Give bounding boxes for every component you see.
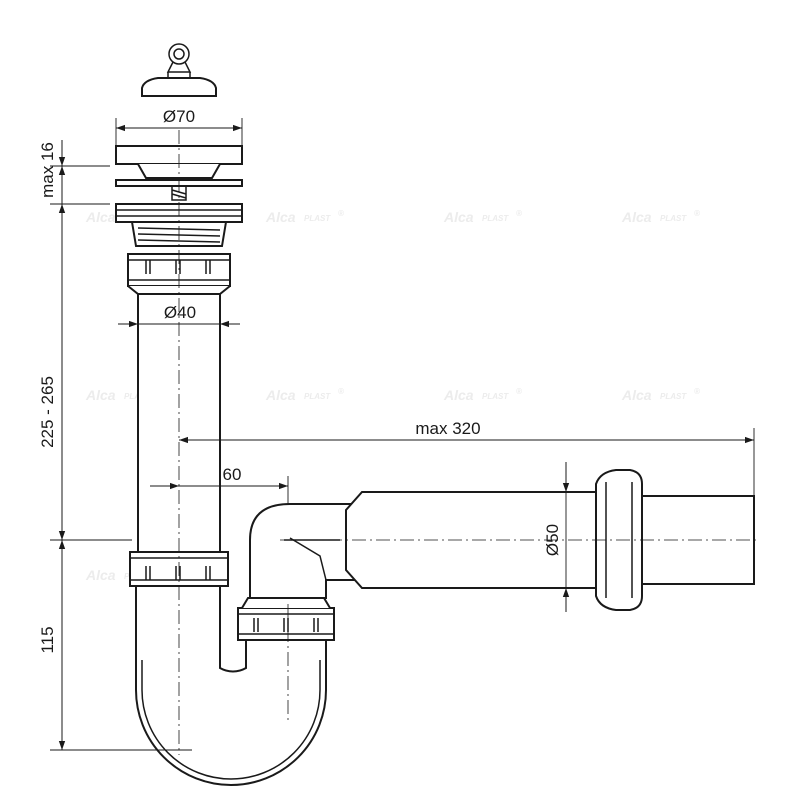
stopper-plug: [141, 43, 217, 97]
svg-text:®: ®: [338, 387, 344, 396]
plug-body: [141, 77, 217, 97]
watermark: Alca PLAST ®: [265, 387, 344, 403]
svg-text:®: ®: [694, 209, 700, 218]
svg-text:PLAST: PLAST: [482, 392, 509, 401]
watermark: Alca PLAST ®: [443, 387, 522, 403]
dimension-label-d70: Ø70: [163, 107, 195, 126]
dimension-lines: [50, 118, 755, 751]
dimension-label-115: 115: [38, 626, 57, 653]
dimension-label-d40: Ø40: [164, 303, 196, 322]
svg-text:Alca: Alca: [85, 209, 116, 225]
svg-text:®: ®: [516, 387, 522, 396]
chain-ring: [168, 43, 190, 65]
u-bend-trap: [135, 585, 327, 786]
riser-elbow: [249, 503, 361, 599]
dimension-label-d50: Ø50: [543, 524, 562, 556]
svg-text:®: ®: [694, 387, 700, 396]
svg-text:Alca: Alca: [85, 387, 116, 403]
dimension-label-225-265: 225 - 265: [38, 376, 57, 448]
watermark: Alca PLAST ®: [621, 387, 700, 403]
watermark: Alca PLAST ®: [443, 209, 522, 225]
svg-text:®: ®: [338, 209, 344, 218]
svg-text:Alca: Alca: [621, 209, 652, 225]
svg-text:Alca: Alca: [265, 209, 296, 225]
dimension-label-60: 60: [223, 465, 242, 484]
dimension-label-max16: max 16: [38, 142, 57, 198]
svg-text:®: ®: [516, 209, 522, 218]
svg-text:Alca: Alca: [621, 387, 652, 403]
svg-text:PLAST: PLAST: [304, 392, 331, 401]
watermark: Alca PLAST ®: [265, 209, 344, 225]
watermark: Alca PLAST ®: [621, 209, 700, 225]
svg-text:PLAST: PLAST: [660, 392, 687, 401]
chain-link: [166, 61, 192, 73]
svg-text:PLAST: PLAST: [304, 214, 331, 223]
dimension-labels: Ø70 Ø40 max 16 225 - 265 115 max 320 60 …: [38, 107, 562, 654]
dimension-label-max320: max 320: [415, 419, 480, 438]
svg-text:PLAST: PLAST: [660, 214, 687, 223]
svg-text:PLAST: PLAST: [482, 214, 509, 223]
svg-text:Alca: Alca: [443, 209, 474, 225]
svg-text:Alca: Alca: [443, 387, 474, 403]
svg-text:Alca: Alca: [265, 387, 296, 403]
trap-right-nut: [237, 597, 335, 641]
svg-text:Alca: Alca: [85, 567, 116, 583]
